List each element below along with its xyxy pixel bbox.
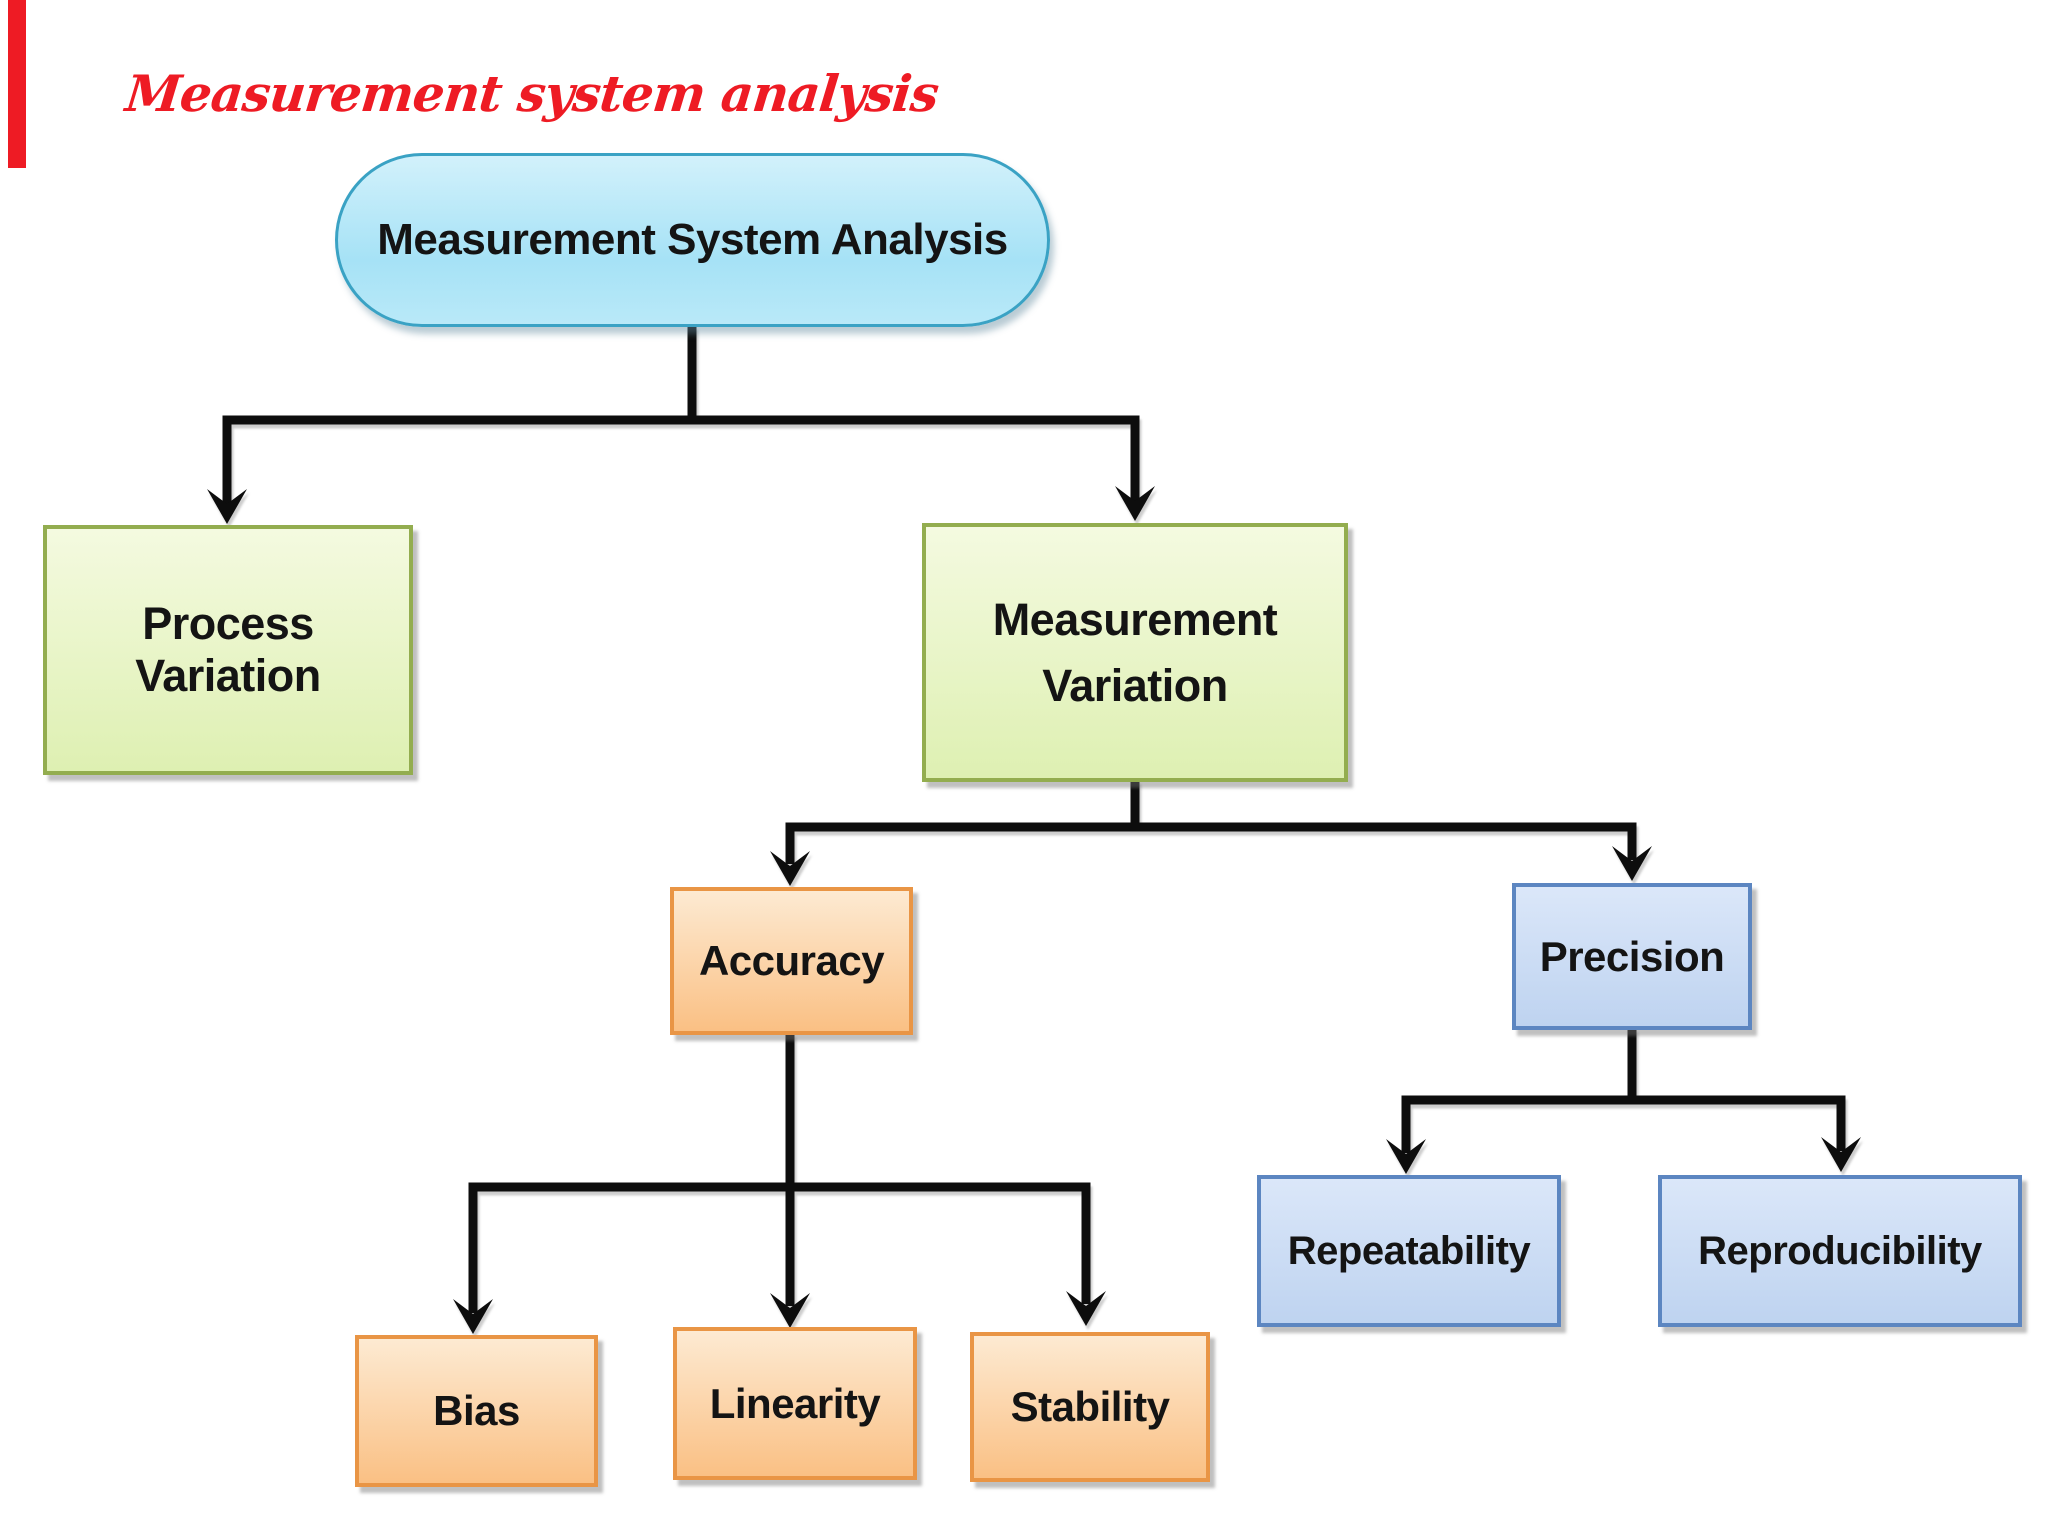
node-reproducibility: Reproducibility bbox=[1658, 1175, 2022, 1327]
node-label: Bias bbox=[433, 1387, 520, 1434]
node-label: Linearity bbox=[709, 1379, 881, 1427]
node-precision: Precision bbox=[1512, 883, 1752, 1030]
node-process-variation: Process Variation bbox=[43, 525, 413, 775]
arrowhead-repeatability bbox=[1386, 1139, 1426, 1174]
node-label: Measurement Variation bbox=[992, 594, 1278, 711]
node-label: Reproducibility bbox=[1698, 1228, 1982, 1273]
arrowhead-accuracy bbox=[770, 851, 810, 886]
arrowhead-reproducibility bbox=[1821, 1137, 1861, 1172]
arrowhead-process-variation bbox=[207, 489, 247, 524]
node-label: Precision bbox=[1539, 932, 1725, 980]
edge-level4-bracket bbox=[1401, 1095, 1846, 1153]
node-measurement-variation: Measurement Variation bbox=[922, 523, 1348, 782]
node-label: Accuracy bbox=[698, 937, 885, 984]
node-label: Stability bbox=[1010, 1383, 1170, 1430]
node-label: Measurement System Analysis bbox=[377, 215, 1008, 264]
arrowhead-linearity bbox=[770, 1293, 810, 1328]
node-measurement-system-analysis: Measurement System Analysis bbox=[335, 153, 1050, 327]
node-repeatability: Repeatability bbox=[1257, 1175, 1561, 1327]
arrowhead-stability bbox=[1066, 1291, 1106, 1326]
arrowhead-bias bbox=[453, 1299, 493, 1334]
node-bias: Bias bbox=[355, 1335, 598, 1487]
edge-level3-bracket bbox=[468, 1182, 1091, 1313]
edge-level1-bracket bbox=[222, 415, 1140, 505]
arrowhead-precision bbox=[1612, 846, 1652, 881]
node-label: Repeatability bbox=[1287, 1228, 1531, 1273]
node-label: Process Variation bbox=[135, 598, 321, 701]
node-linearity: Linearity bbox=[673, 1327, 917, 1480]
arrowhead-measurement-variation bbox=[1115, 486, 1155, 521]
node-stability: Stability bbox=[970, 1332, 1210, 1482]
red-accent-bar bbox=[8, 0, 26, 168]
node-accuracy: Accuracy bbox=[670, 887, 913, 1035]
edge-level2-bracket bbox=[785, 822, 1637, 864]
